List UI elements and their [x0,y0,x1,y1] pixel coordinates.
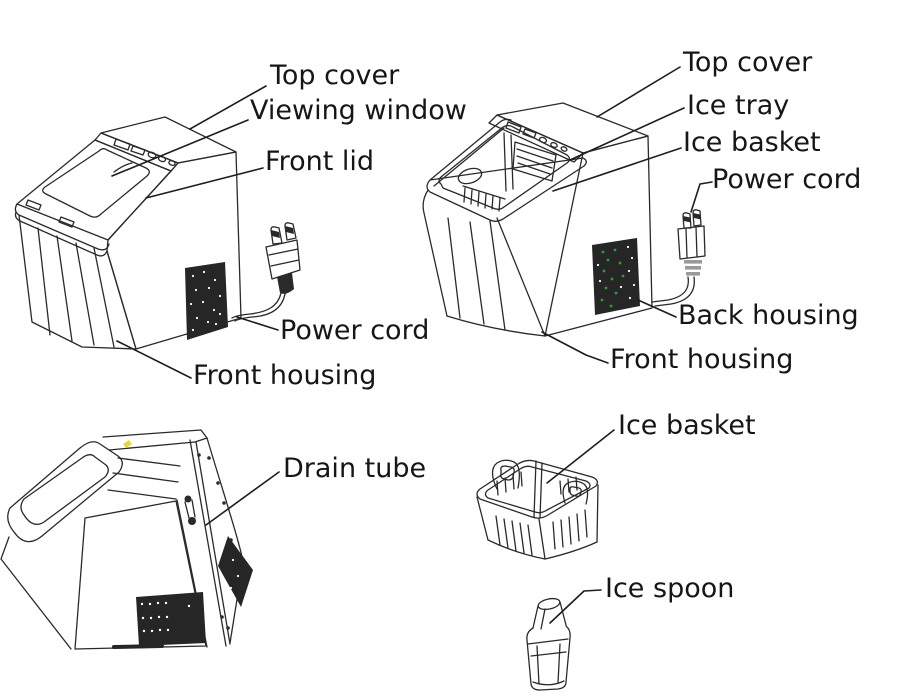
label-ice-basket-open-view: Ice basket [683,127,821,158]
label-drain-tube: Drain tube [283,453,427,484]
leader-top-cover-a [189,85,267,130]
leader-power-cord-a [236,316,279,331]
leader-top-cover-b [596,66,681,118]
label-ice-spoon: Ice spoon [605,573,735,604]
ice-basket-drawing [476,459,599,560]
leader-back-housing [637,299,677,318]
leader-drain-tube [205,471,280,526]
label-top-cover-front-view: Top cover [270,60,400,91]
top-cover-shape [496,102,649,154]
leader-lines [111,66,713,624]
basket-handle-right [562,480,589,505]
ice-tray-shape [457,132,557,212]
front-view-drawing [14,116,301,350]
leader-power-cord-b [690,181,713,213]
label-top-cover-open-view: Top cover [683,47,813,78]
label-ice-tray: Ice tray [687,90,790,121]
bottom-grille [136,592,206,646]
tilted-view-drawing [0,429,253,650]
side-housing-shape [544,135,653,337]
label-front-lid: Front lid [265,146,375,177]
power-plug [231,222,301,322]
leader-ice-basket-b [552,147,682,192]
front-housing-shape [422,189,448,317]
drain-tube-shape [184,495,196,525]
control-panel [488,114,584,163]
viewing-window-shape [42,148,150,218]
label-viewing-window: Viewing window [250,95,467,126]
label-front-housing-front-view: Front housing [193,360,377,391]
power-plug [651,209,706,307]
leader-viewing-window [111,119,249,177]
leader-ice-basket-d [546,429,615,484]
opening-rim [426,118,587,222]
label-power-cord-front-view: Power cord [280,315,430,346]
basket-handle-left [491,459,520,490]
label-back-housing: Back housing [678,300,859,331]
yellow-mark [123,440,132,448]
power-cord-shape [651,276,689,303]
front-housing-shape [18,214,137,350]
leader-front-housing-b [541,331,609,364]
ice-spoon-drawing [526,597,571,691]
front-housing-shape [74,500,207,650]
leader-ice-tray [569,107,685,161]
label-ice-basket-detail: Ice basket [618,410,756,441]
power-cord-shape [231,292,282,319]
open-view-drawing [422,102,706,337]
vent-grille [185,262,228,340]
label-front-housing-open-view: Front housing [610,344,794,375]
leader-ice-spoon [549,589,602,624]
label-power-cord-open-view: Power cord [712,164,862,195]
leader-front-housing-a [116,340,192,379]
leader-front-lid [145,167,264,199]
vent-grille [592,238,640,315]
bottom-vent [218,536,253,607]
